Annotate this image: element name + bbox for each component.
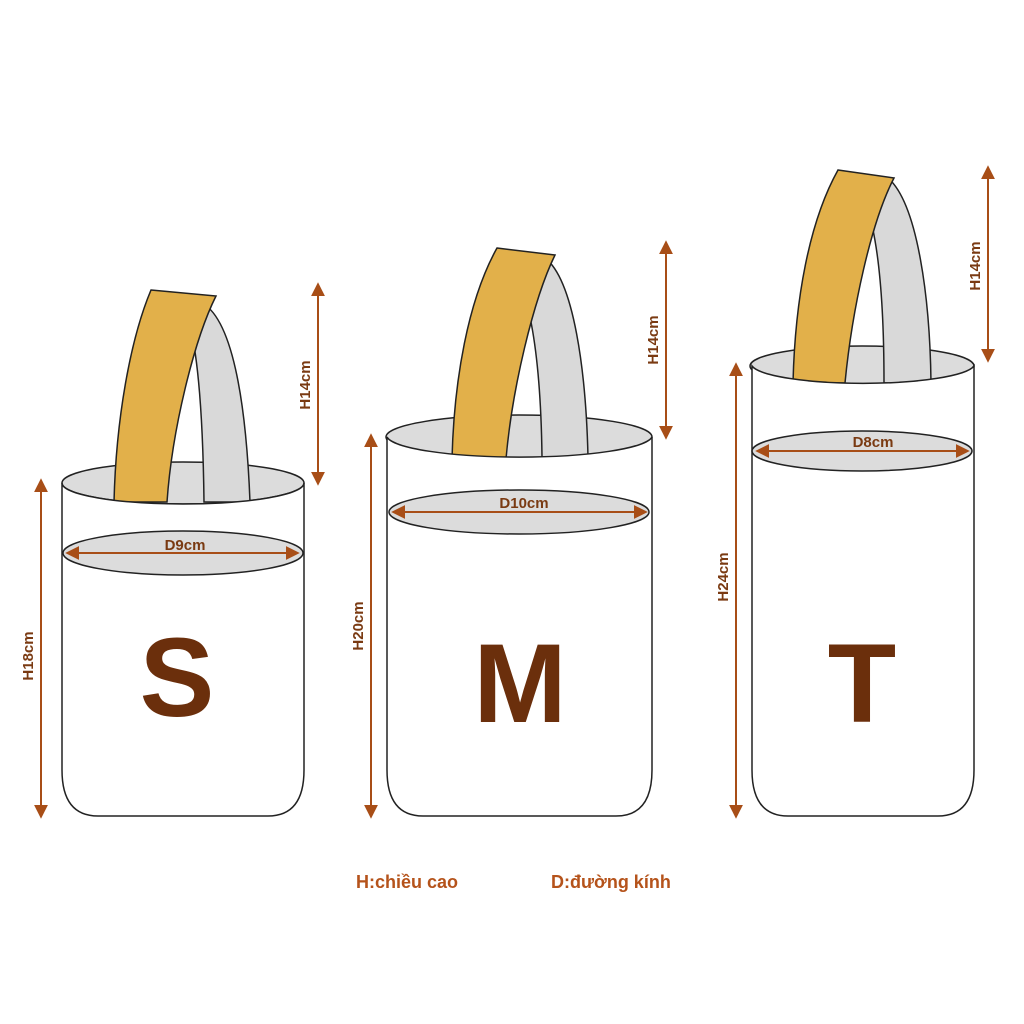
- diameter-label: D9cm: [165, 537, 206, 554]
- front-handle: [113, 289, 218, 503]
- bag-t: D8cm T H24cm H14cm: [715, 165, 995, 819]
- height-label: H24cm: [715, 552, 732, 601]
- legend-diameter: D:đường kính: [551, 872, 671, 892]
- handle-height-label: H14cm: [297, 360, 314, 409]
- bag-s: D9cm S H18cm H14cm: [20, 282, 325, 819]
- legend-height: H:chiều cao: [356, 872, 458, 892]
- size-letter: M: [473, 621, 566, 746]
- size-letter: S: [140, 615, 215, 740]
- height-label: H20cm: [350, 601, 367, 650]
- handle-height-label: H14cm: [967, 241, 984, 290]
- diameter-label: D10cm: [499, 495, 548, 512]
- handle-height-label: H14cm: [645, 315, 662, 364]
- diameter-label: D8cm: [853, 434, 894, 451]
- bag-body: [751, 363, 975, 817]
- bag-m: D10cm M H20cm H14cm: [350, 240, 673, 819]
- height-label: H18cm: [20, 631, 37, 680]
- legend: H:chiều cao D:đường kính: [356, 872, 671, 892]
- size-letter: T: [828, 621, 896, 746]
